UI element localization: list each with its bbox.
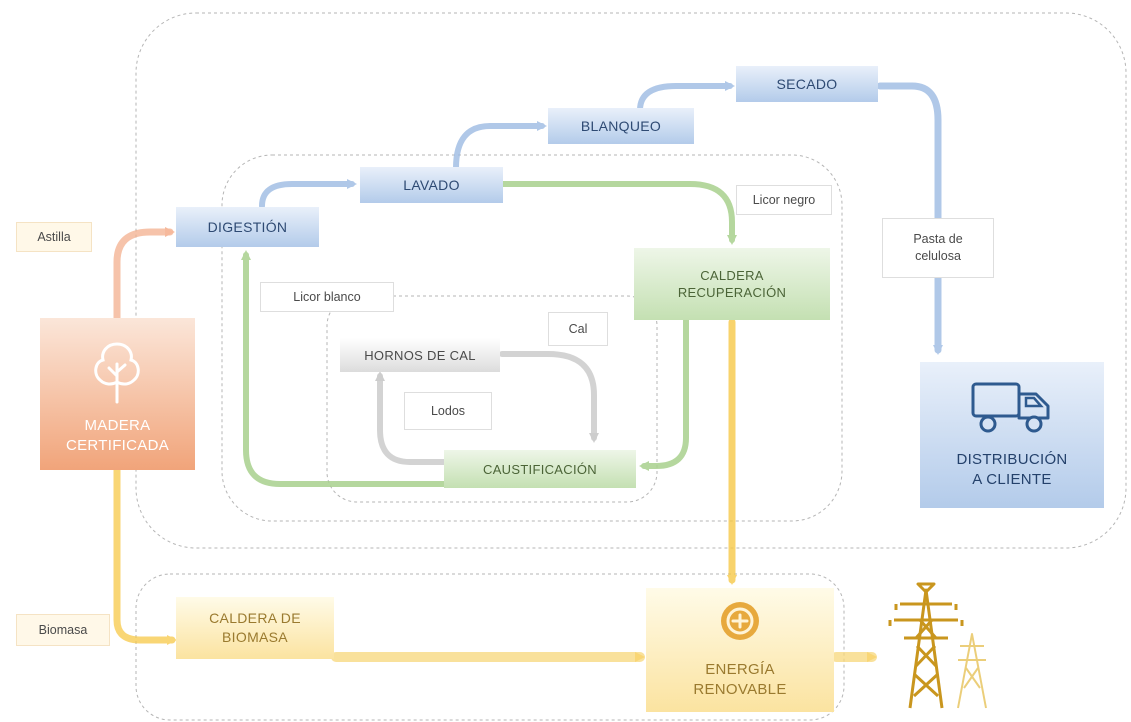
arrow-lavado-to-caldera <box>500 181 737 245</box>
node-madera-line2: CERTIFICADA <box>65 437 170 454</box>
node-madera-certificada: MADERA CERTIFICADA <box>40 318 195 470</box>
node-secado: SECADO <box>736 66 878 102</box>
node-lavado: LAVADO <box>360 167 503 203</box>
arrow-madera-to-biomasa <box>113 466 177 645</box>
lime-loop-outline <box>326 295 658 503</box>
node-caldera-line2: RECUPERACIÓN <box>677 285 787 300</box>
process-group-outline <box>135 12 1127 549</box>
label-cal-text: Cal <box>568 322 588 336</box>
node-hornos-de-cal: HORNOS DE CAL <box>340 338 500 372</box>
node-distribucion-line1: DISTRIBUCIÓN <box>956 451 1068 468</box>
recovery-loop-outline <box>221 154 843 522</box>
node-caldera-biomasa: CALDERA DE BIOMASA <box>176 597 334 659</box>
node-madera-line1: MADERA <box>84 417 151 434</box>
power-pylon-icon <box>888 582 987 709</box>
node-hornos-label: HORNOS DE CAL <box>364 347 476 363</box>
node-blanqueo-label: BLANQUEO <box>580 118 662 134</box>
node-distribucion-cliente: DISTRIBUCIÓN A CLIENTE <box>920 362 1104 508</box>
energy-group-outline <box>135 573 845 721</box>
label-licor-blanco-text: Licor blanco <box>293 290 361 304</box>
label-licor-negro: Licor negro <box>736 185 832 215</box>
node-digestion: DIGESTIÓN <box>176 207 319 247</box>
node-caldera-line1: CALDERA <box>700 268 764 283</box>
label-lodos: Lodos <box>404 392 492 430</box>
label-astilla-text: Astilla <box>37 230 71 244</box>
node-caustificacion: CAUSTIFICACIÓN <box>444 450 636 488</box>
node-biomasa-line2: BIOMASA <box>222 629 288 645</box>
node-energia-line1: ENERGÍA <box>705 661 775 678</box>
arrow-digestion-to-lavado <box>259 179 357 209</box>
label-pasta-de-celulosa: Pasta de celulosa <box>882 218 994 278</box>
node-caldera-recuperacion: CALDERA RECUPERACIÓN <box>634 248 830 320</box>
node-lavado-label: LAVADO <box>403 177 460 193</box>
node-caustificacion-label: CAUSTIFICACIÓN <box>483 461 597 477</box>
label-pasta-line2: celulosa <box>915 249 961 263</box>
label-licor-negro-text: Licor negro <box>752 193 816 207</box>
truck-icon <box>971 382 1050 433</box>
arrow-madera-to-digestion <box>113 227 175 322</box>
label-pasta-line1: Pasta de <box>913 232 963 246</box>
arrow-hornos-to-caustificacion <box>499 351 599 443</box>
label-licor-blanco: Licor blanco <box>260 282 394 312</box>
label-lodos-text: Lodos <box>430 404 466 418</box>
node-secado-label: SECADO <box>776 76 838 92</box>
label-astilla: Astilla <box>16 222 92 252</box>
arrow-caldera-to-caustificacion <box>639 317 689 471</box>
recycle-badge-icon <box>721 602 759 640</box>
node-distribucion-line2: A CLIENTE <box>972 471 1052 488</box>
node-biomasa-line1: CALDERA DE <box>209 610 301 626</box>
label-biomasa-text: Biomasa <box>38 623 88 637</box>
label-cal: Cal <box>548 312 608 346</box>
node-digestion-label: DIGESTIÓN <box>207 219 288 235</box>
node-blanqueo: BLANQUEO <box>548 108 694 144</box>
label-biomasa: Biomasa <box>16 614 110 646</box>
arrow-lavado-to-blanqueo <box>453 121 547 171</box>
arrow-caustificacion-to-digestion <box>241 250 447 487</box>
arrow-caustificacion-to-hornos <box>375 371 447 465</box>
tree-icon <box>94 342 140 404</box>
arrow-secado-to-distribucion <box>876 82 943 355</box>
node-energia-renovable: ENERGÍA RENOVABLE <box>646 588 834 712</box>
node-energia-line2: RENOVABLE <box>693 681 787 698</box>
arrow-blanqueo-to-secado <box>637 81 735 113</box>
